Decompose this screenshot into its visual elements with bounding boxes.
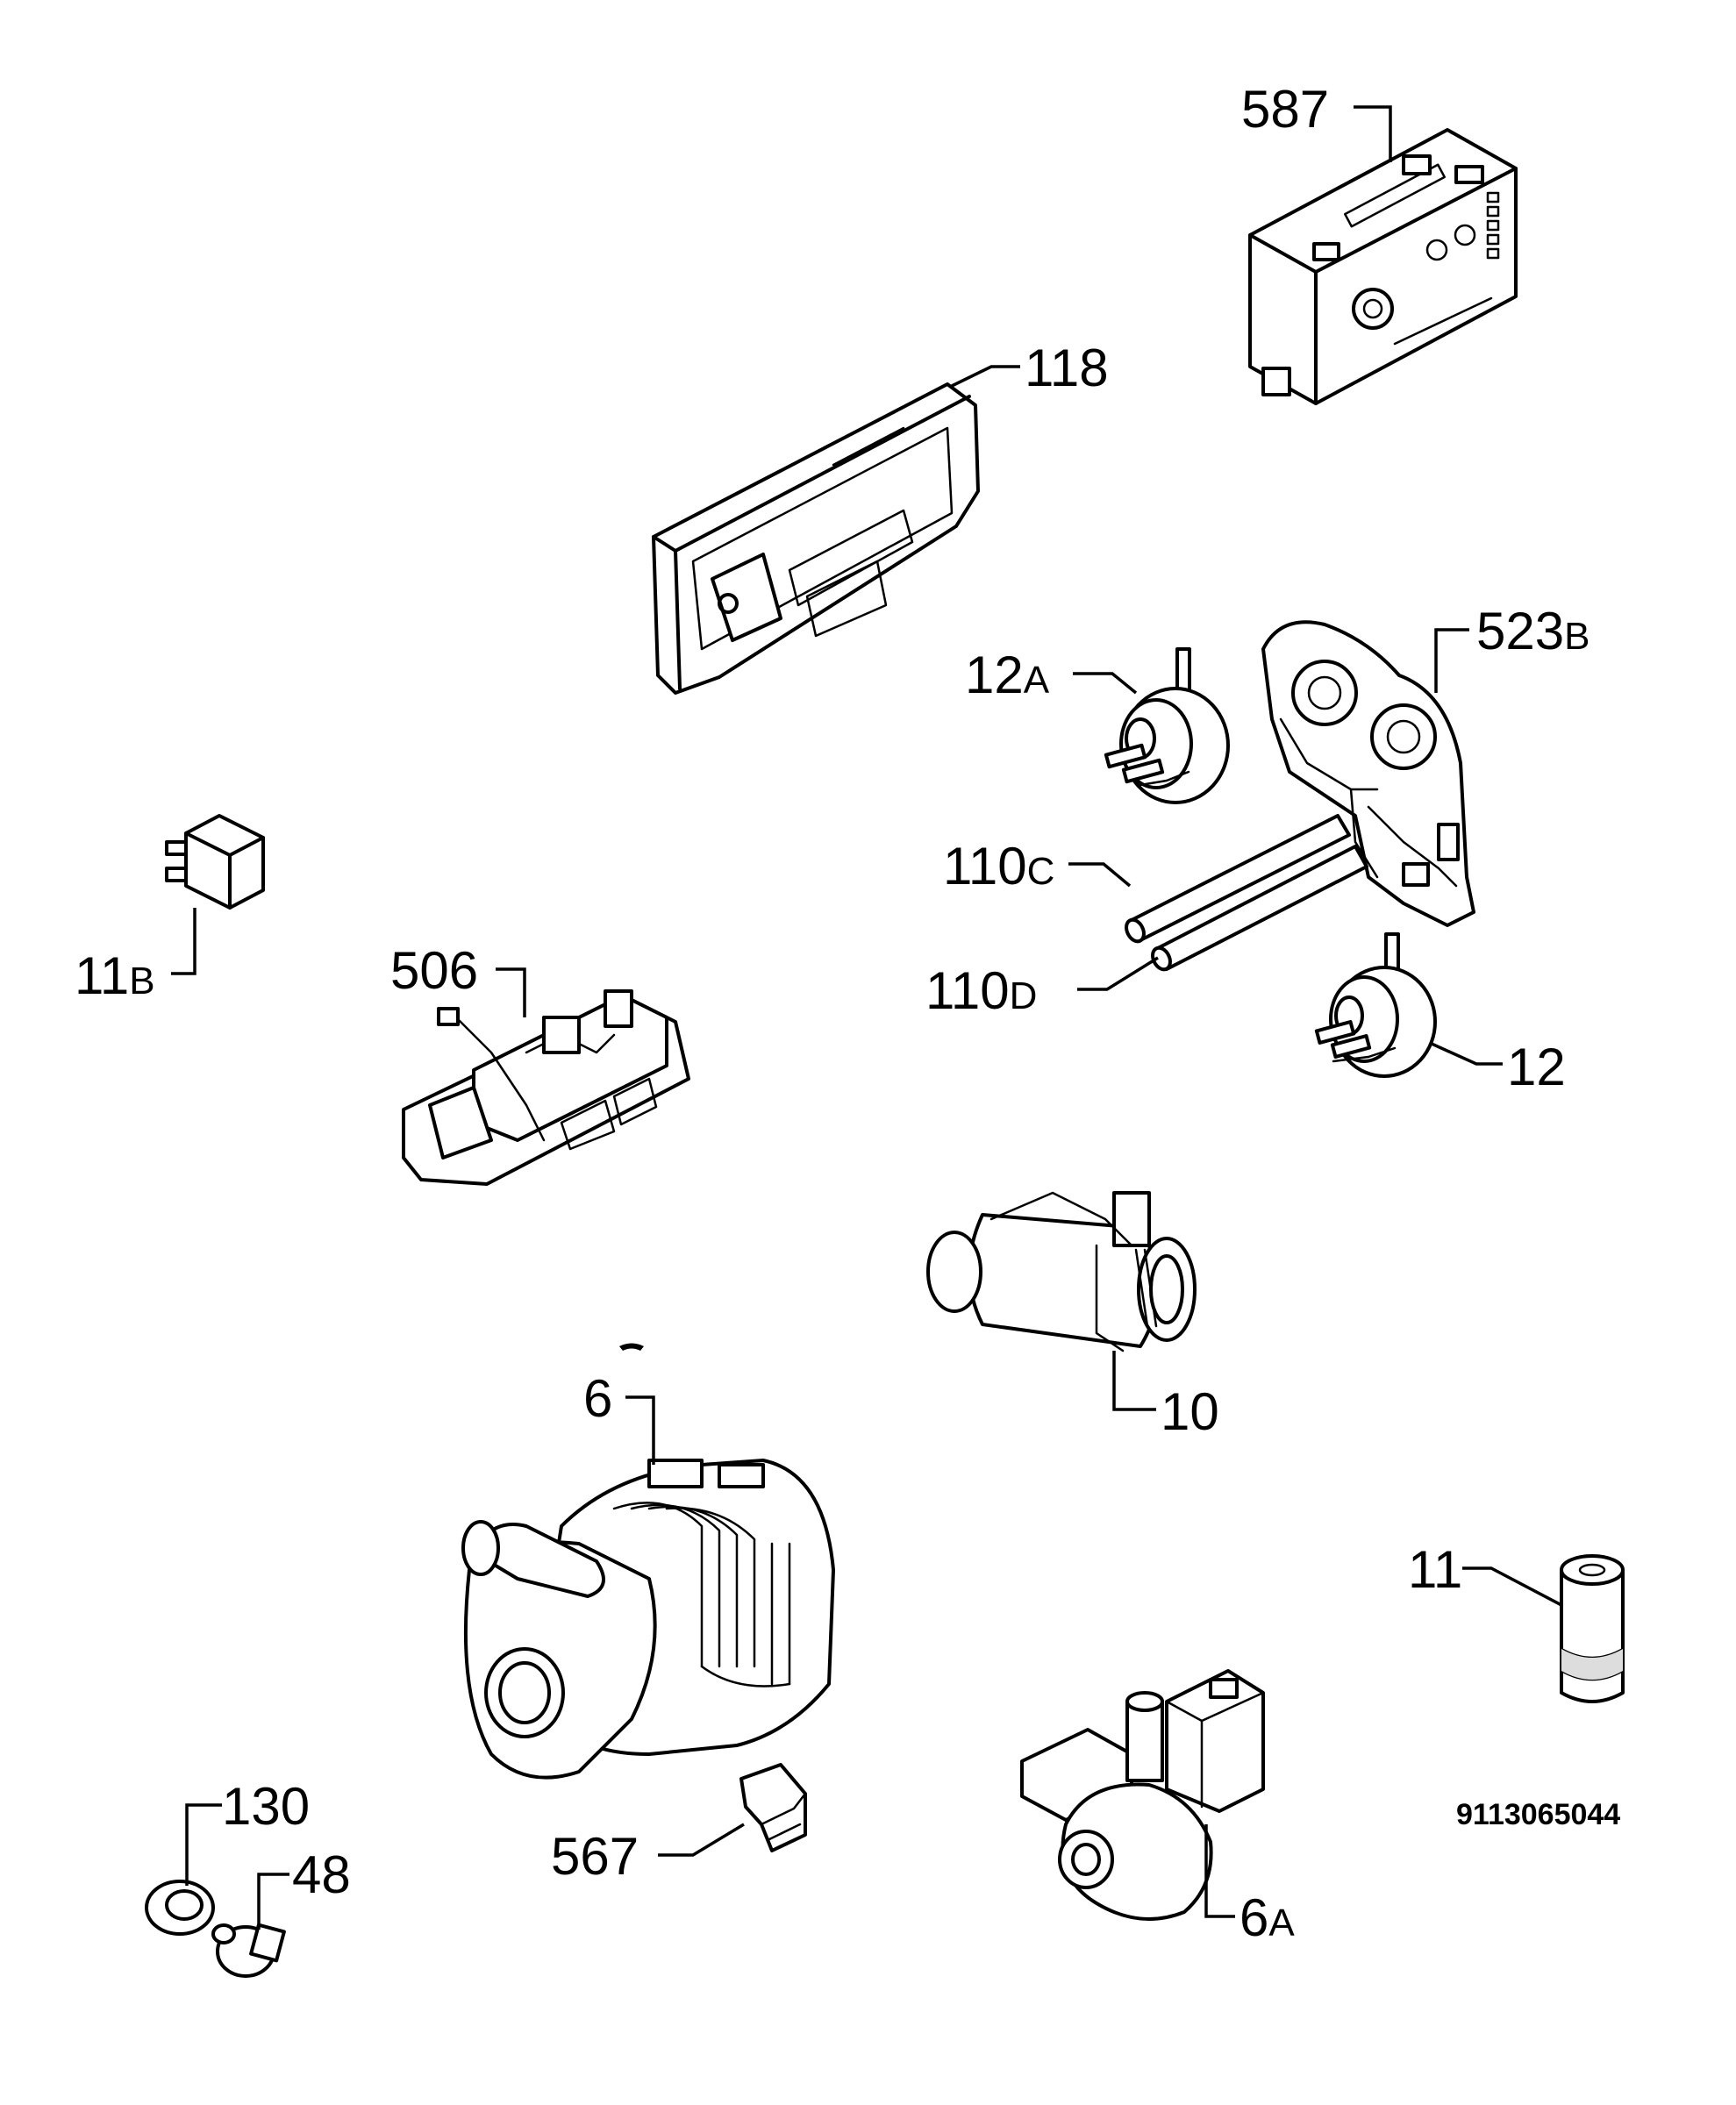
label-587: 587: [1241, 80, 1329, 139]
leader-118: [951, 365, 1020, 388]
part-12a-pressure-switch: [1104, 647, 1230, 804]
label-10: 10: [1161, 1382, 1219, 1441]
leader-11: [1462, 1566, 1562, 1607]
part-587-control-module: [1248, 128, 1518, 405]
part-12-pressure-switch: [1314, 932, 1437, 1078]
part-523b-bracket: [1261, 620, 1475, 927]
leader-506: [496, 967, 526, 1017]
leader-12: [1431, 1042, 1503, 1066]
label-12a: 12A: [965, 646, 1050, 704]
leader-48: [257, 1873, 289, 1930]
label-6a: 6A: [1239, 1888, 1295, 1947]
leader-6: [625, 1395, 655, 1465]
diagram-reference-number: 9113065044: [1456, 1798, 1620, 1831]
part-506-assembly: [402, 989, 690, 1186]
part-11-capacitor: [1560, 1554, 1625, 1703]
label-11: 11: [1408, 1540, 1462, 1599]
part-10-heater: [926, 1191, 1197, 1352]
leader-110d: [1077, 956, 1159, 991]
stray-mark: [619, 1343, 644, 1351]
label-567: 567: [551, 1827, 639, 1886]
label-130: 130: [222, 1777, 310, 1836]
label-48: 48: [292, 1845, 351, 1904]
part-6-pump-motor: [461, 1459, 835, 1780]
part-48-plug: [211, 1923, 286, 1978]
leader-10: [1112, 1351, 1156, 1411]
leader-6a: [1204, 1824, 1235, 1918]
leader-lines: [171, 105, 1562, 1930]
label-118: 118: [1025, 339, 1109, 397]
part-110d-tube: [1151, 845, 1368, 972]
label-11b: 11B: [75, 946, 155, 1005]
label-110c: 110C: [943, 837, 1054, 896]
leader-130: [185, 1803, 222, 1886]
part-110c-tube: [1125, 814, 1351, 944]
part-567-clip: [739, 1763, 807, 1852]
label-12: 12: [1507, 1038, 1566, 1096]
leader-12a: [1073, 672, 1138, 695]
leader-587: [1354, 105, 1392, 162]
part-11b-relay: [165, 814, 265, 910]
leader-523b: [1434, 628, 1469, 693]
label-523b: 523B: [1476, 602, 1590, 660]
part-118-dispenser: [652, 382, 980, 695]
callout-labels: 587 118 523B 12A 110C 110D 12 11B 506 10…: [75, 80, 1620, 1947]
part-6a-drain-pump: [1020, 1669, 1265, 1921]
leader-110c: [1068, 862, 1132, 888]
leader-11b: [171, 908, 196, 975]
part-130-seal: [145, 1880, 215, 1936]
leader-567: [658, 1823, 745, 1857]
label-6: 6: [583, 1369, 612, 1428]
label-110d: 110D: [925, 961, 1037, 1020]
label-506: 506: [390, 941, 478, 1000]
